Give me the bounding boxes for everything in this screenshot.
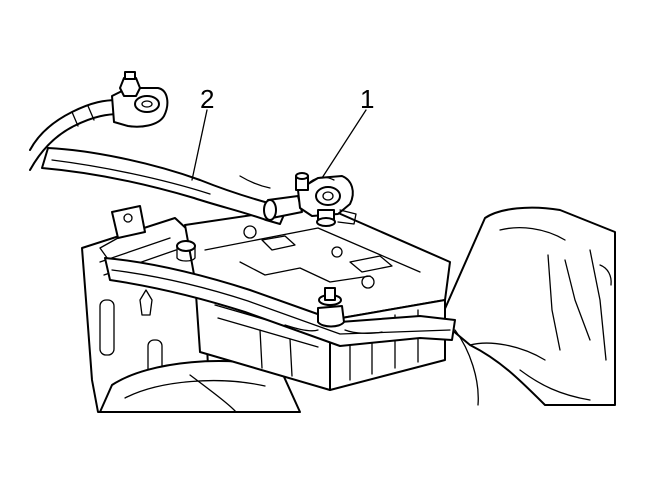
leader-line-2 xyxy=(191,109,208,181)
leader-line-1 xyxy=(321,109,367,179)
callout-2: 2 xyxy=(200,84,214,114)
cable-upper-section xyxy=(29,71,169,171)
battery-cable xyxy=(41,147,303,225)
callout-1: 1 xyxy=(360,84,374,114)
leader-lines xyxy=(191,109,367,181)
hold-down-bar xyxy=(104,257,456,347)
body-panel xyxy=(439,206,616,406)
positive-terminal-clamp xyxy=(295,172,357,227)
